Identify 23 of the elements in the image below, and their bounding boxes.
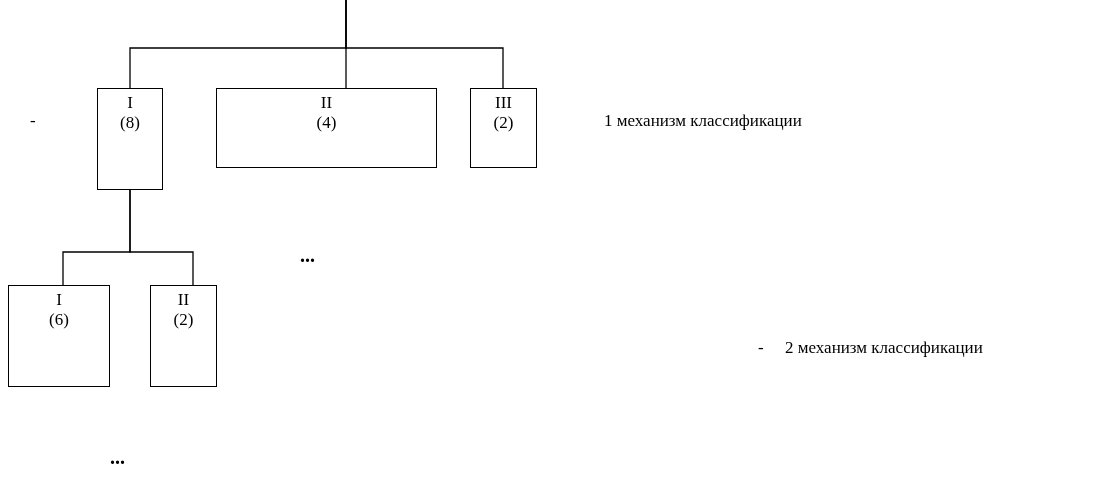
roman-numeral: III — [495, 93, 512, 113]
roman-numeral: II — [177, 290, 190, 310]
box — [97, 88, 163, 190]
ellipsis: ... — [110, 445, 125, 470]
roman-numeral: I — [56, 290, 62, 310]
roman-numeral: II — [320, 93, 333, 113]
count-label: (8) — [120, 113, 140, 133]
ellipsis: ... — [300, 243, 315, 268]
count-label: (6) — [49, 310, 69, 330]
note-text: - — [758, 337, 764, 359]
roman-numeral: I — [127, 93, 133, 113]
connector-line — [129, 189, 194, 286]
box — [8, 285, 110, 387]
connector-line — [345, 0, 504, 89]
note-text: - — [30, 110, 36, 132]
count-label: (2) — [173, 310, 194, 330]
box — [470, 88, 537, 168]
box — [150, 285, 217, 387]
box — [216, 88, 437, 168]
count-label: (2) — [493, 113, 514, 133]
note-text: 1 механизм классификации — [604, 110, 802, 132]
note-text: 2 механизм классификации — [785, 337, 983, 359]
count-label: (4) — [316, 113, 337, 133]
